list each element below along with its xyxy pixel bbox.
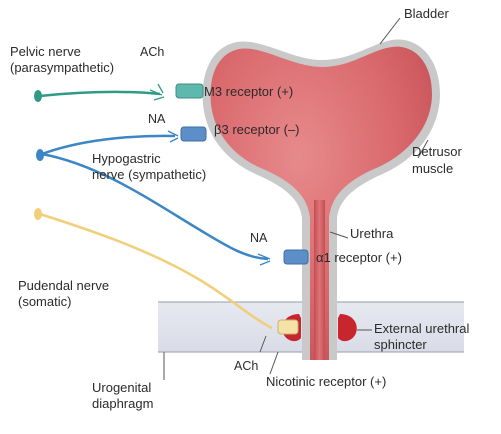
urethra-lumen [314,200,325,360]
detrusor-label-line2: muscle [412,161,453,176]
pudendal-label-line1: Pudendal nerve [18,278,109,293]
external-sphincter-label-line1: External urethral [374,321,469,336]
urethra-label: Urethra [350,226,394,241]
pelvic-nerve-label-line2: (parasympathetic) [10,60,114,75]
na-top-label: NA [148,112,166,126]
nicotinic-receptor [277,319,299,335]
m3-receptor [175,83,204,99]
hypogastric-nerve [36,130,271,266]
urogenital-label-line2: diaphragm [92,396,153,411]
m3-receptor-label: M3 receptor (+) [204,84,293,99]
hypogastric-label-line2: nerve (sympathetic) [92,167,206,182]
pelvic-nerve [34,83,165,102]
pelvic-nerve-label-line1: Pelvic nerve [10,44,81,59]
ach-top-label: ACh [140,45,164,59]
beta3-receptor-label: β3 receptor (–) [214,122,300,137]
alpha1-receptor-label: α1 receptor (+) [316,250,402,265]
pudendal-label-line2: (somatic) [18,294,71,309]
alpha1-receptor [283,249,309,265]
beta3-receptor [180,126,207,142]
ach-bottom-label: ACh [234,359,258,373]
external-sphincter-label-line2: sphincter [374,337,427,352]
urogenital-label-line1: Urogenital [92,380,151,395]
hypogastric-label-line1: Hypogastric [92,151,161,166]
detrusor-label-line1: Detrusor [412,144,463,159]
pudendal-nerve [34,208,273,330]
leader-lines [163,17,429,380]
na-mid-label: NA [250,231,268,245]
nicotinic-receptor-label: Nicotinic receptor (+) [266,374,386,389]
bladder-label: Bladder [404,6,449,21]
